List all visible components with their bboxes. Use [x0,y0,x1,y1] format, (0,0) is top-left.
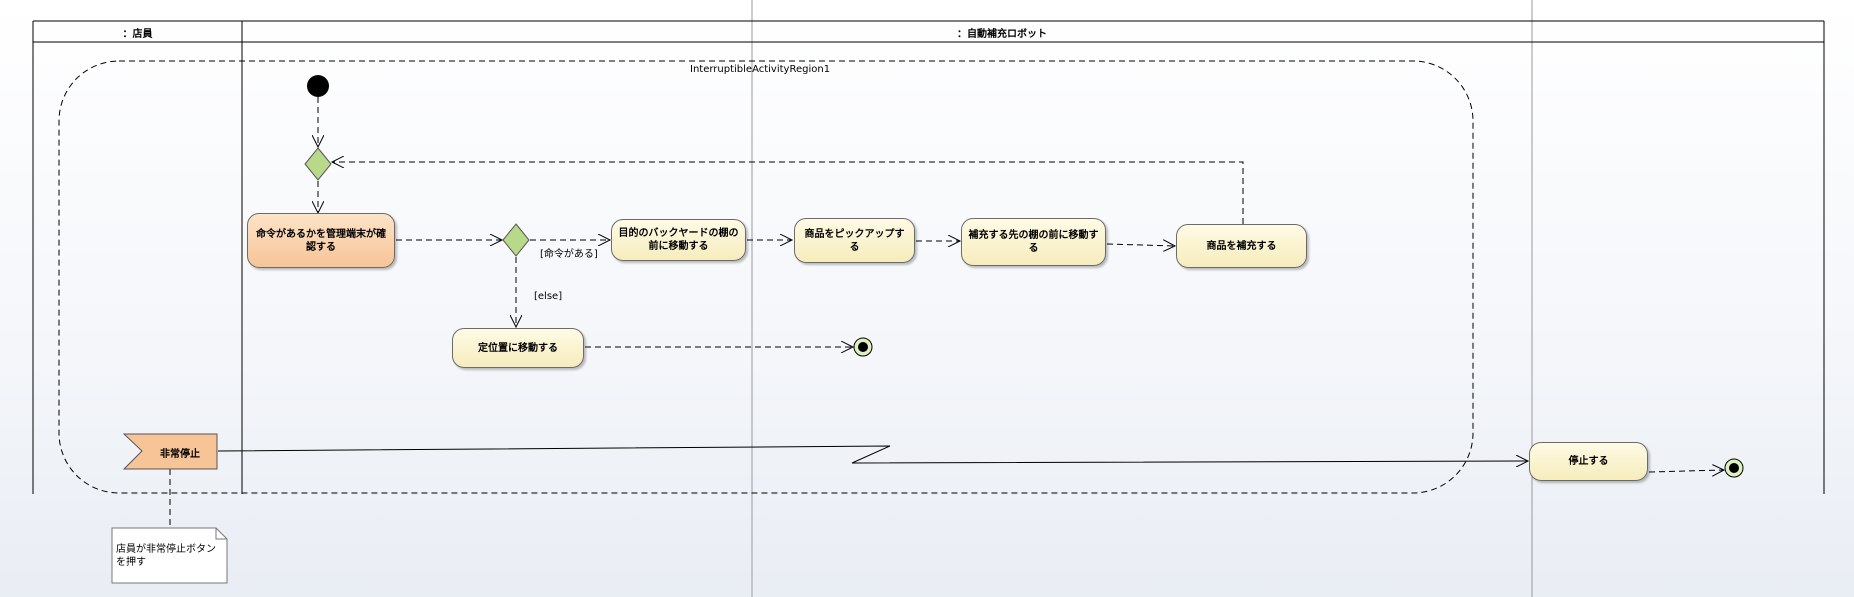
action-move-shelf[interactable]: 補充する先の棚の前に移動する [961,218,1106,266]
action-label: 定位置に移動する [478,342,558,354]
flow-replenish-to-merge[interactable] [332,162,1244,224]
action-label: 目的のバックヤードの棚の前に移動する [618,228,739,252]
initial-node[interactable] [307,75,329,97]
action-stop[interactable]: 停止する [1529,442,1648,481]
decision-node[interactable] [502,223,530,257]
signal-label: 非常停止 [160,449,200,460]
interrupting-edge[interactable] [217,445,1528,463]
action-move-backyard[interactable]: 目的のバックヤードの棚の前に移動する [611,219,746,261]
note-shape [111,527,228,584]
action-label: 停止する [1568,456,1609,467]
accept-event-action[interactable] [122,433,218,470]
swimlane-frame [32,20,1825,494]
interruptible-region [58,60,1474,494]
action-move-home[interactable]: 定位置に移動する [452,328,584,368]
region-name: InterruptibleActivityRegion1 [690,64,831,75]
guard-else: [else] [534,291,563,302]
action-replenish[interactable]: 商品を補充する [1176,224,1307,268]
guard-has-command: [命令がある] [540,249,598,260]
action-pickup[interactable]: 商品をピックアップする [794,218,915,263]
lane-title-clerk: ：店員 [122,29,153,40]
action-label: 商品を補充する [1206,240,1277,252]
action-label: 補充する先の棚の前に移動する [968,230,1099,254]
action-label: 命令があるかを管理端末が確認する [256,228,386,253]
activity-final-node[interactable] [1724,458,1744,478]
flow-stop-to-final[interactable] [1648,470,1724,472]
action-check-command[interactable]: 命令があるかを管理端末が確認する [247,213,395,268]
merge-node[interactable] [304,147,332,181]
lane-title-robot: ：自動補充ロボット [957,29,1047,40]
activity-final-node[interactable] [853,337,873,357]
action-label: 商品をピックアップする [804,228,905,253]
note-text: 店員が非常停止ボタンを押す [116,544,216,568]
flow-shelf-to-replenish[interactable] [1106,244,1175,246]
